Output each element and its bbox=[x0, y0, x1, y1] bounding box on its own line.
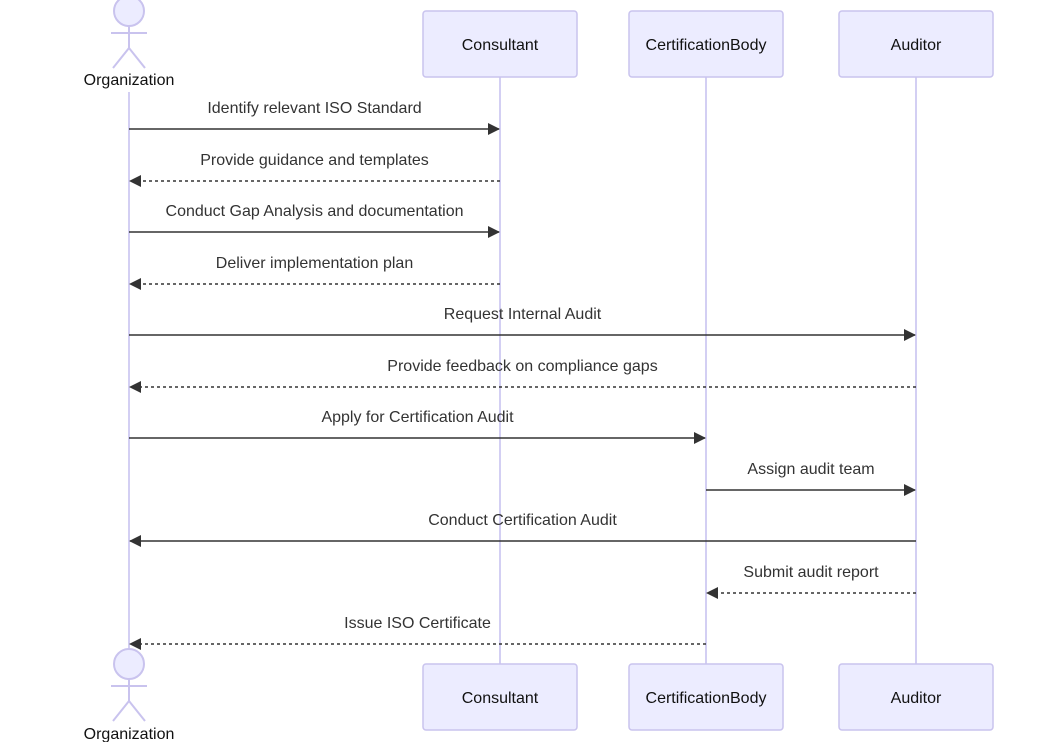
message-10: Submit audit report bbox=[706, 564, 916, 599]
message-6: Provide feedback on compliance gaps bbox=[129, 358, 916, 393]
participant-consultant-bottom: Consultant bbox=[422, 663, 578, 731]
message-11: Issue ISO Certificate bbox=[129, 615, 706, 650]
message-label: Submit audit report bbox=[743, 564, 879, 581]
participant-label: Consultant bbox=[462, 690, 539, 707]
actor-org-top: Organization bbox=[84, 0, 175, 89]
message-label: Apply for Certification Audit bbox=[321, 409, 514, 426]
participant-auditor-bottom: Auditor bbox=[838, 663, 994, 731]
message-3: Conduct Gap Analysis and documentation bbox=[129, 203, 500, 238]
participant-box bbox=[628, 10, 784, 78]
actor-head bbox=[113, 0, 145, 27]
participant-certbody-bottom: CertificationBody bbox=[628, 663, 784, 731]
participant-label: Organization bbox=[84, 72, 175, 89]
participant-box bbox=[422, 663, 578, 731]
participant-box bbox=[838, 663, 994, 731]
actor-head bbox=[113, 648, 145, 680]
actor-leg-right bbox=[128, 700, 146, 722]
message-label: Provide feedback on compliance gaps bbox=[387, 358, 657, 375]
message-9: Conduct Certification Audit bbox=[129, 512, 916, 547]
participant-label: Auditor bbox=[891, 37, 942, 54]
actor-leg-left bbox=[112, 700, 130, 722]
message-8: Assign audit team bbox=[706, 461, 916, 496]
actor-leg-right bbox=[128, 47, 146, 69]
participant-auditor-top: Auditor bbox=[838, 10, 994, 78]
participant-label: Organization bbox=[84, 726, 175, 742]
message-label: Provide guidance and templates bbox=[200, 152, 429, 169]
participant-box bbox=[838, 10, 994, 78]
participant-box bbox=[422, 10, 578, 78]
message-label: Issue ISO Certificate bbox=[344, 615, 491, 632]
participant-label: Consultant bbox=[462, 37, 539, 54]
participant-label: Auditor bbox=[891, 690, 942, 707]
message-2: Provide guidance and templates bbox=[129, 152, 500, 187]
message-label: Request Internal Audit bbox=[444, 306, 602, 323]
participant-certbody-top: CertificationBody bbox=[628, 10, 784, 78]
message-1: Identify relevant ISO Standard bbox=[129, 100, 500, 135]
message-4: Deliver implementation plan bbox=[129, 255, 500, 290]
message-label: Deliver implementation plan bbox=[216, 255, 413, 272]
participant-box bbox=[628, 663, 784, 731]
participant-consultant-top: Consultant bbox=[422, 10, 578, 78]
message-label: Assign audit team bbox=[747, 461, 874, 478]
actor-leg-left bbox=[112, 47, 130, 69]
participant-label: CertificationBody bbox=[646, 690, 767, 707]
participant-label: CertificationBody bbox=[646, 37, 767, 54]
message-label: Conduct Gap Analysis and documentation bbox=[166, 203, 464, 220]
actor-org-bottom: Organization bbox=[84, 648, 175, 742]
message-5: Request Internal Audit bbox=[129, 306, 916, 341]
message-7: Apply for Certification Audit bbox=[129, 409, 706, 444]
message-label: Identify relevant ISO Standard bbox=[207, 100, 421, 117]
message-label: Conduct Certification Audit bbox=[428, 512, 617, 529]
